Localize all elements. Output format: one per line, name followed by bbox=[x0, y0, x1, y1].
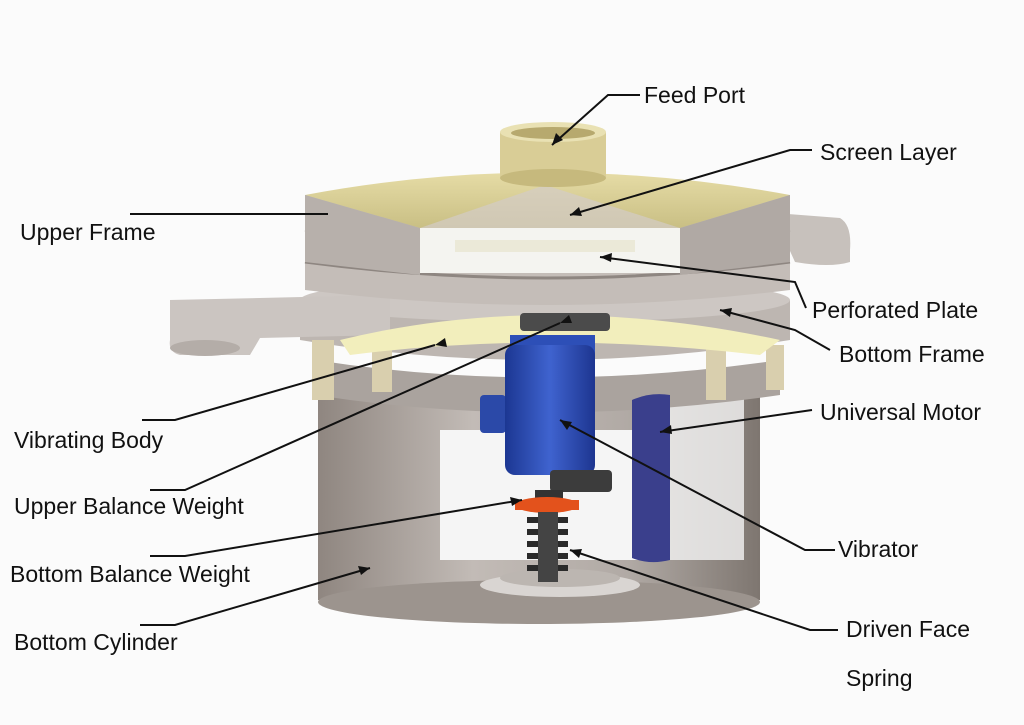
leader-bottom-cylinder bbox=[140, 567, 371, 626]
leader-upper-balance-weight bbox=[150, 322, 561, 491]
leader-bottom-frame bbox=[719, 309, 831, 351]
vibrator-assembly bbox=[480, 313, 612, 510]
label-perforated-plate: Perforated Plate bbox=[812, 297, 978, 323]
label-universal-motor: Universal Motor bbox=[820, 399, 981, 425]
frame-springs bbox=[312, 340, 784, 400]
label-spring: Spring bbox=[846, 665, 912, 691]
label-feed-port: Feed Port bbox=[644, 82, 746, 108]
arrow-feed-port bbox=[552, 133, 563, 145]
arrow-screen-layer bbox=[570, 207, 582, 216]
arrow-upper-balance-weight bbox=[560, 315, 572, 323]
leader-vibrating-body bbox=[142, 344, 436, 421]
leader-bottom-balance-weight bbox=[150, 499, 523, 557]
label-bottom-balance-weight: Bottom Balance Weight bbox=[10, 561, 251, 587]
leader-perforated-plate bbox=[599, 256, 807, 309]
feed-port-shape bbox=[500, 122, 606, 187]
label-upper-balance-weight: Upper Balance Weight bbox=[14, 493, 244, 519]
arrow-bottom-balance-weight bbox=[510, 497, 522, 506]
leader-lines bbox=[130, 94, 838, 631]
arrow-bottom-cylinder bbox=[358, 566, 370, 575]
label-driven-face: Driven Face bbox=[846, 616, 970, 642]
leader-driven-face bbox=[569, 549, 838, 631]
label-upper-frame: Upper Frame bbox=[20, 219, 155, 245]
arrow-driven-face bbox=[570, 549, 582, 558]
leader-screen-layer bbox=[569, 149, 812, 216]
label-vibrating-body: Vibrating Body bbox=[14, 427, 164, 453]
label-vibrator: Vibrator bbox=[838, 536, 918, 562]
label-bottom-frame: Bottom Frame bbox=[839, 341, 985, 367]
arrow-perforated-plate bbox=[600, 253, 612, 262]
spring-assembly bbox=[515, 497, 579, 582]
leader-vibrator bbox=[559, 419, 835, 551]
label-screen-layer: Screen Layer bbox=[820, 139, 957, 165]
arrow-universal-motor bbox=[660, 425, 672, 434]
universal-motor-shape bbox=[632, 394, 670, 563]
leader-universal-motor bbox=[659, 409, 813, 433]
arrow-heads bbox=[358, 133, 732, 575]
arrow-vibrator bbox=[560, 420, 572, 430]
leader-feed-port bbox=[551, 94, 640, 146]
arrow-bottom-frame bbox=[720, 308, 732, 317]
label-bottom-cylinder: Bottom Cylinder bbox=[14, 629, 178, 655]
arrow-vibrating-body bbox=[435, 338, 447, 347]
